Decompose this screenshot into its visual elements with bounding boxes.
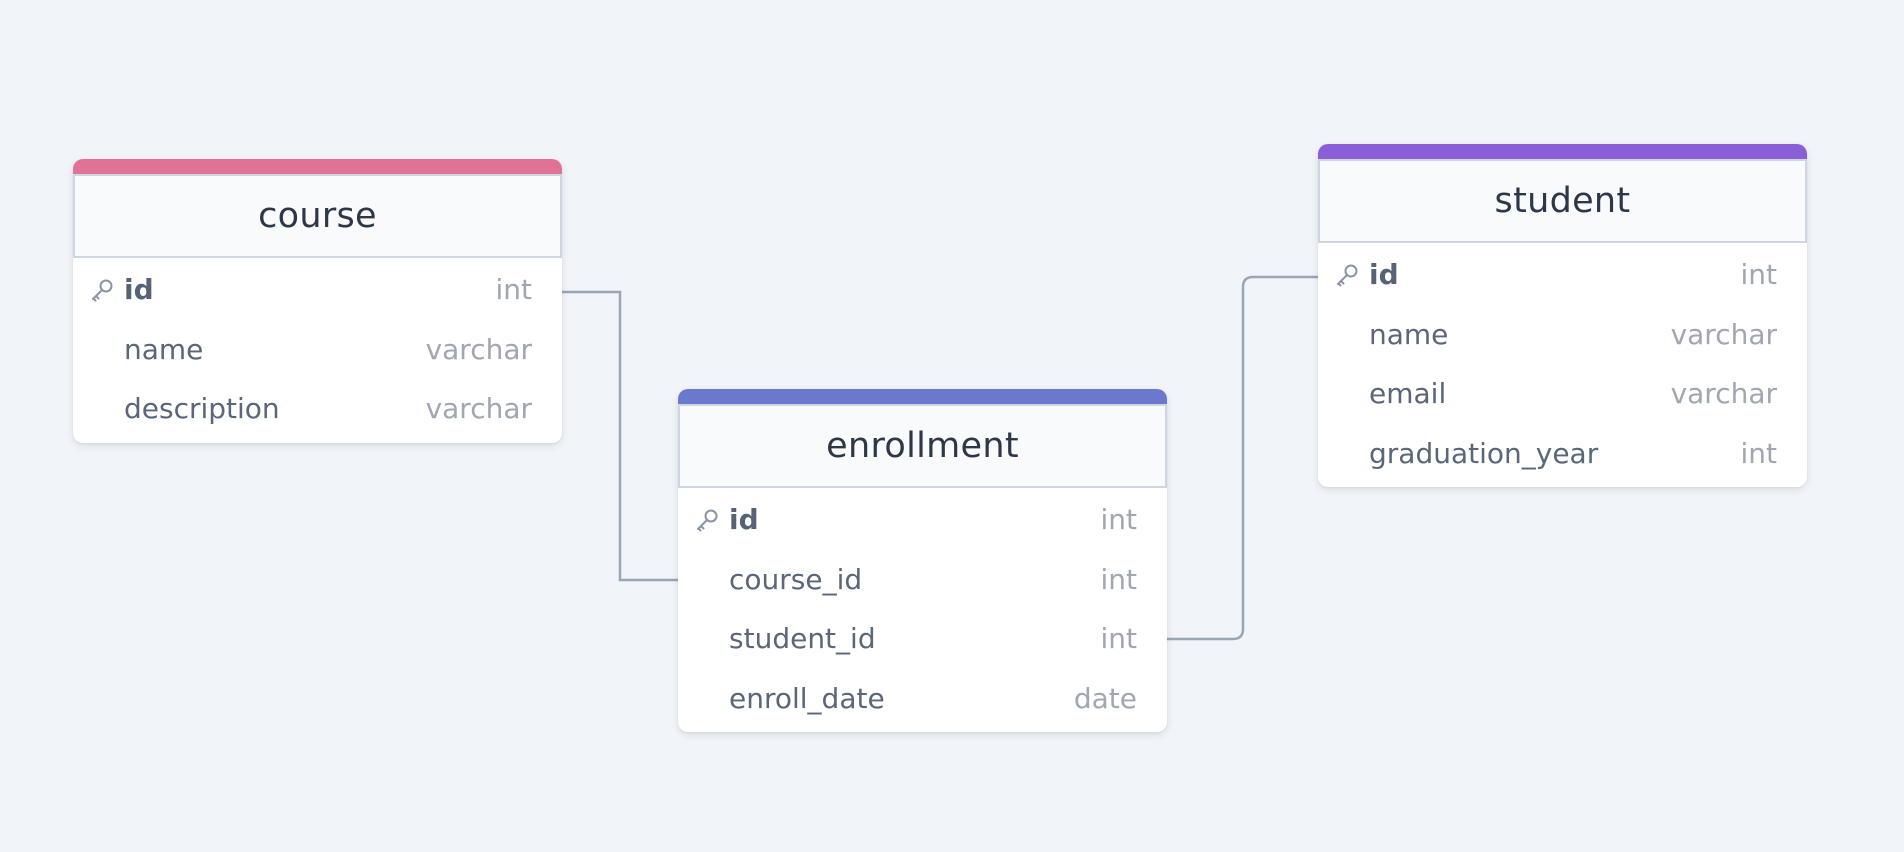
table-header[interactable]: student [1318,159,1807,243]
key-icon [1337,264,1358,287]
connector-enrollment-student[interactable] [1167,275,1318,641]
column-row-id[interactable]: id int [73,260,562,320]
column-name: id [1369,258,1399,292]
column-type: varchar [425,392,532,426]
column-name: description [124,392,280,426]
table-enrollment[interactable]: enrollment id int course_id int student_… [678,389,1167,732]
column-type: int [1100,562,1137,596]
table-title: enrollment [826,426,1019,466]
column-type: varchar [1670,317,1777,351]
column-row-student-id[interactable]: student_id int [678,609,1167,669]
column-row-name[interactable]: name varchar [73,320,562,380]
table-columns: id int course_id int student_id int enro… [678,488,1167,732]
table-accent-bar [1318,144,1807,159]
column-name: id [729,503,759,537]
key-icon [92,279,113,302]
column-row-id[interactable]: id int [678,490,1167,550]
column-name: student_id [729,622,876,656]
column-type: int [1100,622,1137,656]
column-name: name [1369,317,1449,351]
column-type: int [1740,258,1777,292]
column-name: graduation_year [1369,436,1599,470]
table-columns: id int name varchar description varchar [73,258,562,443]
column-type: varchar [425,332,532,366]
column-name: email [1369,377,1447,411]
key-icon [697,509,718,532]
column-type: varchar [1670,377,1777,411]
column-row-name[interactable]: name varchar [1318,305,1807,365]
table-header[interactable]: enrollment [678,404,1167,488]
column-row-description[interactable]: description varchar [73,379,562,439]
connector-course-enrollment[interactable] [562,290,678,582]
table-header[interactable]: course [73,174,562,258]
column-row-course-id[interactable]: course_id int [678,550,1167,610]
table-course[interactable]: course id int name varchar description v… [73,159,562,443]
column-name: id [124,273,154,307]
table-student[interactable]: student id int name varchar email varcha… [1318,144,1807,487]
column-name: course_id [729,562,863,596]
table-accent-bar [73,159,562,174]
column-row-graduation-year[interactable]: graduation_year int [1318,424,1807,484]
column-type: int [495,273,532,307]
column-row-id[interactable]: id int [1318,245,1807,305]
table-accent-bar [678,389,1167,404]
column-type: int [1740,436,1777,470]
table-title: course [258,196,377,236]
column-row-email[interactable]: email varchar [1318,364,1807,424]
table-title: student [1494,181,1631,221]
column-type: date [1073,681,1137,715]
table-columns: id int name varchar email varchar gradua… [1318,243,1807,487]
column-row-enroll-date[interactable]: enroll_date date [678,669,1167,729]
column-name: enroll_date [729,681,885,715]
column-name: name [124,332,204,366]
column-type: int [1100,503,1137,537]
